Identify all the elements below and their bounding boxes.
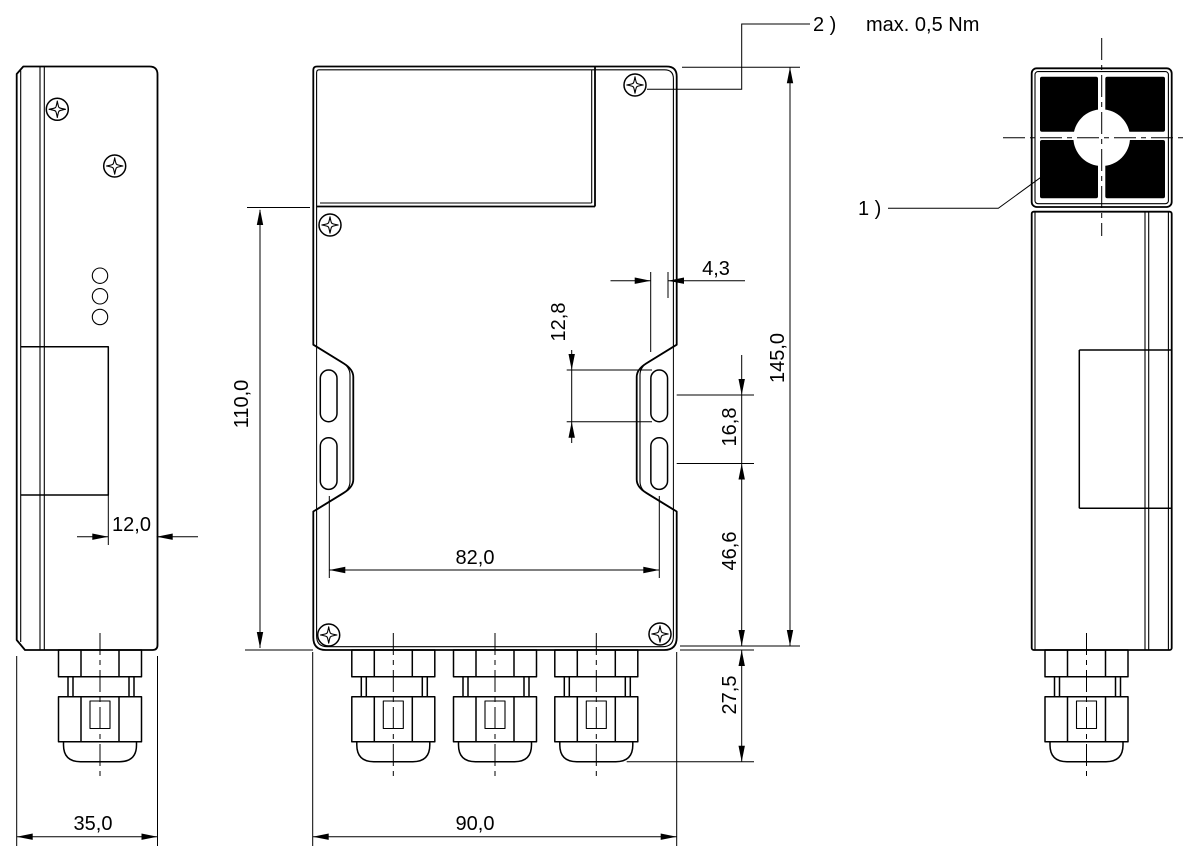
side-recess: [20, 345, 110, 496]
cable-gland: [1044, 632, 1129, 779]
side-view-left: 12,0 35,0: [15, 65, 198, 846]
phillips-screw-icon: [623, 73, 647, 97]
mounting-slot: [650, 369, 669, 423]
dimension-text: 90,0: [456, 813, 495, 835]
dimension-text: 35,0: [74, 813, 113, 835]
leader-line: [647, 23, 810, 90]
enclosure-inner-lines: [1034, 211, 1169, 650]
callout-ref: 2 ): [813, 14, 836, 36]
dimension-body-height: 110,0: [231, 207, 313, 651]
dimension-slot-to-bottom: 46,6: [680, 532, 800, 647]
dimension-slot-width: 4,3: [610, 258, 745, 352]
dimension-text: 12,8: [548, 303, 570, 342]
bus-connector: [1003, 38, 1183, 236]
dimension-recess-depth: 12,0: [77, 495, 198, 545]
cable-gland: [351, 632, 436, 779]
dimension-slot-center-spacing: 16,8: [676, 355, 754, 646]
connector-center-hole: [1073, 109, 1130, 166]
led-dot: [91, 308, 109, 326]
mounting-slot: [319, 369, 338, 423]
leader-line: [888, 176, 1042, 209]
dimension-text: 12,0: [112, 514, 151, 536]
dimension-text: 145,0: [767, 333, 789, 383]
dimension-text: 82,0: [456, 547, 495, 569]
enclosure-outline: [1030, 210, 1173, 651]
mounting-slot: [650, 436, 669, 491]
dimension-gland-projection: 27,5: [626, 649, 754, 763]
cable-gland: [452, 632, 538, 779]
dimension-slot-center-width: 82,0: [328, 496, 660, 578]
side-view-right: 1 ): [858, 38, 1183, 779]
enclosure-outline: [312, 65, 678, 651]
terminal-cover-inner: [320, 70, 593, 204]
callout-screw-torque: 2 ) max. 0,5 Nm: [647, 14, 979, 90]
phillips-screw-icon: [102, 154, 127, 178]
dimension-overall-height: 145,0: [682, 66, 800, 647]
phillips-screw-icon: [648, 622, 672, 646]
enclosure-inner-outline: [316, 69, 674, 648]
callout-ref: 1 ): [858, 198, 881, 220]
enclosure-outline: [15, 65, 159, 651]
dimension-text: 110,0: [231, 380, 253, 429]
centerlines: [1003, 38, 1183, 236]
dimension-overall-depth: 35,0: [16, 656, 158, 846]
dimension-text: 27,5: [719, 676, 741, 715]
callout-text: max. 0,5 Nm: [866, 14, 979, 36]
dimension-overall-width: 90,0: [312, 652, 678, 846]
dimension-slot-length: 12,8: [548, 303, 652, 443]
callout-connector: 1 ): [858, 176, 1042, 220]
front-view: 110,0 82,0 90,0 4,3 12,8 16,8: [231, 14, 979, 846]
dimension-text: 46,6: [719, 532, 741, 571]
dimension-text: 16,8: [719, 408, 741, 447]
phillips-screw-icon: [45, 97, 70, 122]
led-dot: [91, 288, 109, 305]
notch-back-edges: [316, 347, 674, 510]
phillips-screw-icon: [318, 213, 342, 237]
terminal-cover: [316, 66, 596, 208]
phillips-screw-icon: [316, 623, 341, 647]
led-indicators: [91, 267, 109, 326]
side-recess: [1078, 349, 1172, 510]
led-dot: [91, 267, 109, 284]
mounting-slot: [319, 436, 338, 491]
dimension-text: 4,3: [702, 258, 730, 280]
enclosure-inner-lines: [20, 66, 45, 650]
cable-gland: [57, 632, 143, 779]
cable-gland: [554, 632, 639, 779]
